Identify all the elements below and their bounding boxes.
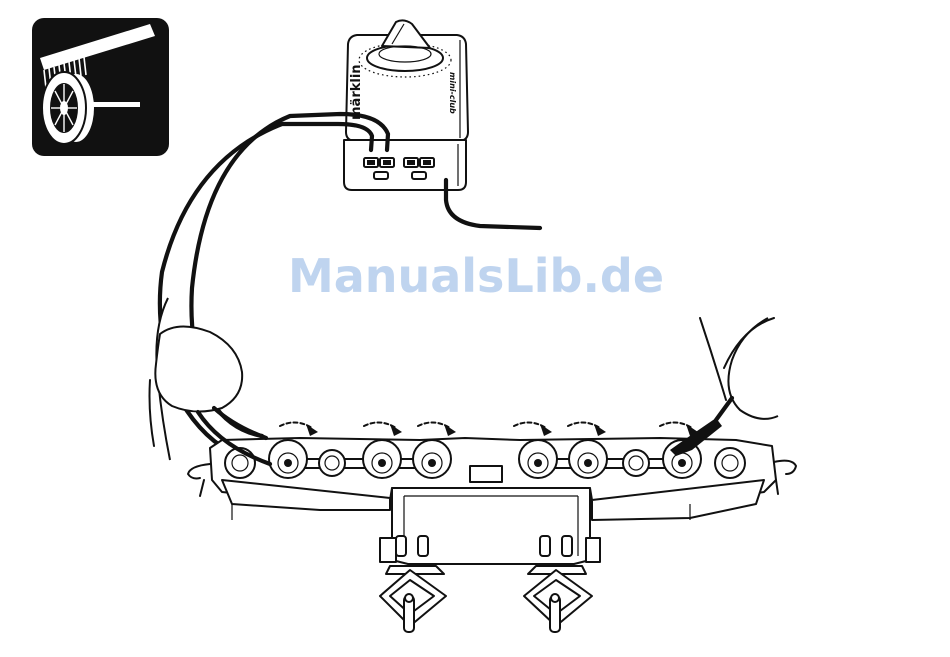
wheel-cleaning-brush-icon (32, 18, 169, 156)
watermark: ManualsLib.de (288, 249, 664, 303)
locomotive-chassis (188, 422, 796, 632)
wheel (569, 440, 607, 478)
mini-club-controller: märklin mini-club (344, 20, 540, 228)
wheel (519, 440, 557, 478)
bogie-right (524, 566, 592, 632)
device-brand-label: märklin (349, 64, 364, 120)
socket-symbol-track (374, 172, 388, 179)
device-model-label: mini-club (448, 72, 457, 114)
wheel (269, 440, 307, 478)
left-hand (150, 298, 243, 460)
right-hand (700, 318, 778, 419)
rotation-arrows (280, 422, 698, 436)
wheel (319, 450, 345, 476)
socket-symbol-power (412, 172, 426, 179)
bogie-left (380, 566, 446, 632)
center-block (470, 466, 502, 482)
wheel (623, 450, 649, 476)
motor-housing (380, 488, 600, 564)
wheel (715, 448, 745, 478)
wheel (363, 440, 401, 478)
wheel (413, 440, 451, 478)
